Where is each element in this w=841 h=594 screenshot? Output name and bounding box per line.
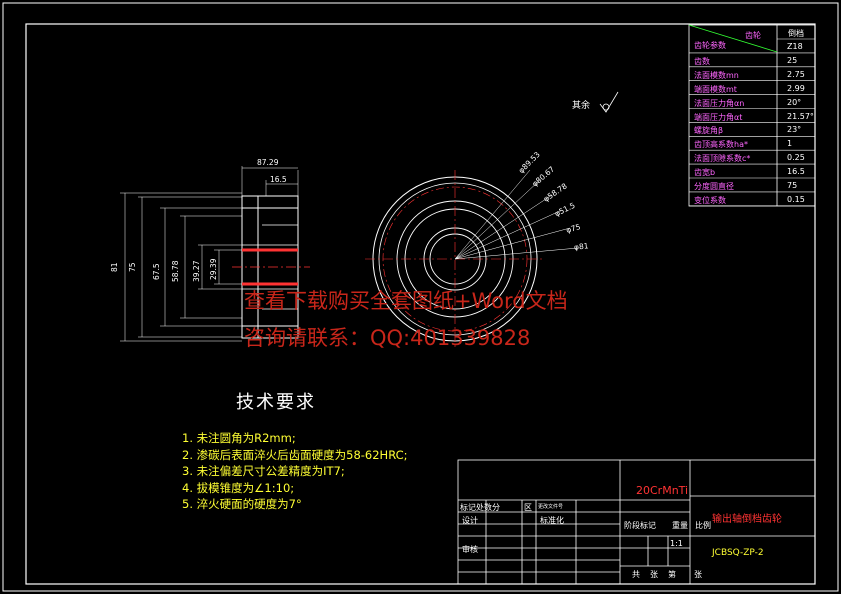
title-block-grid (457, 459, 816, 585)
param-value: 2.99 (787, 83, 805, 93)
param-label: 端面模数mt (694, 84, 737, 94)
param-label: 端面压力角αt (694, 112, 743, 122)
tech-item-1: 1. 未注圆角为R2mm; (182, 431, 296, 445)
tb-mark: 标记处数分 (460, 503, 500, 512)
watermark-line-1: 查看下载购买全套图纸+Word文档 (244, 289, 568, 313)
tb-sheets: 张 (650, 570, 658, 579)
param-value: 75 (787, 181, 798, 190)
tb-zone: 区 (524, 503, 532, 512)
dim-v6: 29.39 (209, 258, 218, 280)
param-corner-top: 齿轮 (745, 31, 761, 40)
param-value: 25 (787, 55, 798, 65)
tb-page: 第 (668, 570, 676, 579)
tb-total: 共 (632, 570, 640, 579)
tech-title: 技术要求 (236, 392, 316, 413)
tb-design: 设计 (462, 516, 478, 525)
param-value: Z18 (787, 42, 803, 51)
tb-stage: 阶段标记 (624, 521, 656, 530)
param-value: 16.5 (787, 167, 805, 177)
param-value: 21.57° (787, 111, 814, 121)
watermark-line-2: 咨询请联系：QQ:401339828 (244, 326, 531, 350)
drawing-number: JCBSQ-ZP-2 (712, 548, 764, 558)
param-header-right: 倒档 (788, 29, 804, 38)
tb-ratio: 比例 (695, 521, 711, 530)
inner-frame (25, 23, 816, 585)
dim-top2: 16.5 (270, 175, 287, 184)
part-name: 输出轴倒档齿轮 (712, 514, 782, 525)
param-label: 法面顶隙系数c* (694, 154, 751, 164)
tech-item-2: 2. 渗碳后表面淬火后齿面硬度为58-62HRC; (182, 448, 408, 462)
param-label: 齿顶高系数ha* (694, 140, 748, 150)
roughness-label: 其余 (572, 101, 591, 111)
tech-item-3: 3. 未注偏差尺寸公差精度为IT7; (182, 464, 345, 478)
param-label: 分度圆直径 (694, 182, 734, 191)
param-value: 0.15 (787, 194, 805, 204)
tb-std: 标准化 (540, 516, 564, 525)
tb-weight: 重量 (672, 521, 688, 530)
dim-v5: 39.27 (192, 260, 201, 282)
dim-v4: 58.78 (171, 260, 180, 282)
tb-audit: 审核 (462, 545, 478, 554)
dim-v3: 67.5 (152, 263, 161, 280)
param-corner-bottom: 齿轮参数 (694, 41, 726, 50)
roughness-symbol (599, 91, 619, 113)
param-value: 20° (787, 97, 802, 107)
material: 20CrMnTi (636, 484, 689, 497)
gear-front-view (365, 169, 579, 348)
param-value: 23° (787, 125, 802, 135)
dim-v2: 75 (128, 262, 137, 272)
param-value: 1 (787, 139, 793, 149)
param-label: 齿宽b (694, 168, 716, 178)
param-label: 变位系数 (694, 195, 726, 205)
param-row-lines (689, 38, 815, 207)
dim-circle-6: φ81 (573, 241, 589, 252)
tb-sheet2: 张 (694, 570, 702, 579)
param-label: 法面模数mn (694, 70, 739, 80)
param-label: 法面压力角αn (694, 98, 745, 108)
tb-sign: 更改文件号 (538, 504, 564, 510)
tech-item-4: 4. 拔模锥度为∠1:10; (182, 481, 295, 495)
param-label: 齿数 (694, 56, 710, 66)
tech-item-5: 5. 淬火硬面的硬度为7° (182, 497, 302, 511)
scale-value: 1:1 (670, 539, 683, 548)
param-value: 2.75 (787, 69, 805, 79)
gear-section-view (120, 166, 310, 342)
param-label: 螺旋角β (694, 126, 724, 136)
dim-top1: 87.29 (257, 158, 279, 167)
param-value: 0.25 (787, 153, 805, 163)
dim-v1: 81 (110, 262, 119, 272)
